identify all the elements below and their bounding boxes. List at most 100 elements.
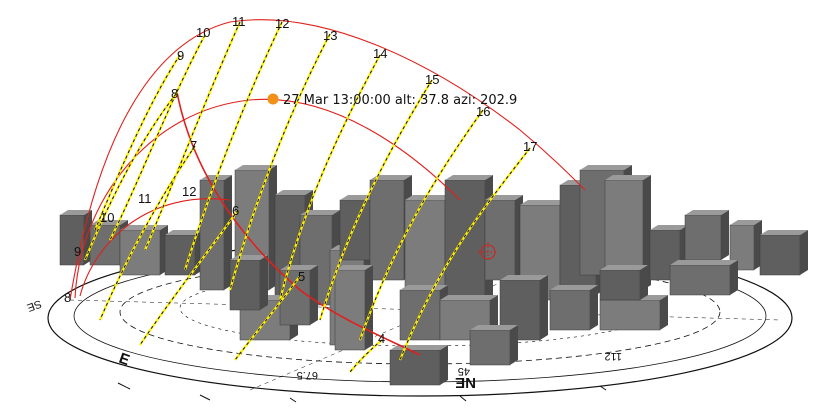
building-block <box>599 269 641 301</box>
building-roof <box>370 175 412 180</box>
building-roof <box>500 275 548 280</box>
analemma-curve-dash <box>229 33 331 291</box>
building-roof <box>650 225 688 230</box>
building-roof <box>600 265 648 270</box>
analemma-curve-dash <box>319 79 433 321</box>
hour-label-8b: 8 <box>64 290 71 305</box>
city-buildings <box>59 165 808 386</box>
sun-path-arcs <box>69 19 586 356</box>
compass-label-112: 112 <box>604 350 622 362</box>
hour-label-12: 12 <box>275 16 289 31</box>
building-roof <box>400 285 448 290</box>
hour-label-15: 15 <box>425 72 439 87</box>
building-side <box>721 210 729 260</box>
compass-label-67: 67.5 <box>297 369 318 381</box>
building-block <box>444 179 486 301</box>
building-roof <box>445 175 493 180</box>
analemma-curve-dash <box>109 34 206 241</box>
target-reticle[interactable] <box>478 242 498 262</box>
building-roof <box>550 285 598 290</box>
compass-label-45: 45 <box>458 365 470 377</box>
building-side <box>590 285 598 330</box>
analemma-curve-dash <box>99 145 196 321</box>
analemma-curve-dash <box>399 147 531 361</box>
building-side <box>260 255 268 310</box>
analemma-curve-dash <box>94 54 181 231</box>
analemma-curve-dash <box>84 93 177 261</box>
building-roof <box>235 165 277 170</box>
hour-label-9: 9 <box>177 48 184 63</box>
compass-labels: E 67.5 45 NE 112 SE <box>25 297 622 391</box>
winter-sun-path <box>79 198 231 297</box>
sun-info-label: 27 Mar 13:00:00 alt: 37.8 azi: 202.9 <box>283 93 517 108</box>
analemma-curve-dash <box>144 21 241 251</box>
hour-label-12b: 12 <box>182 184 196 199</box>
building-side <box>365 265 373 350</box>
building-roof <box>165 230 203 235</box>
hour-label-10: 10 <box>196 25 210 40</box>
building-roof <box>470 325 518 330</box>
compass-cardinal-ne: NE <box>455 374 476 391</box>
building-roof <box>335 265 373 270</box>
building-block <box>469 329 511 366</box>
hour-label-16: 16 <box>476 104 490 119</box>
building-side <box>660 295 668 330</box>
building-side <box>800 230 808 275</box>
analemma-curve-dash <box>279 54 381 301</box>
building-side <box>730 260 738 295</box>
building-roof <box>405 195 453 200</box>
hour-label-13: 13 <box>323 28 337 43</box>
hour-label-7: 7 <box>190 138 197 153</box>
building-roof <box>760 230 808 235</box>
building-block <box>404 199 446 291</box>
hour-label-9b: 9 <box>74 244 81 259</box>
hour-label-5: 5 <box>298 269 305 284</box>
building-side <box>510 325 518 365</box>
building-block <box>759 234 801 276</box>
analemma-curve <box>139 209 239 346</box>
building-roof <box>300 210 340 215</box>
hour-label-8: 8 <box>171 86 178 101</box>
building-side <box>440 345 448 385</box>
building-side <box>643 175 651 290</box>
building-block <box>599 299 661 331</box>
compass-label-se: SE <box>25 297 43 313</box>
hour-label-14: 14 <box>373 46 387 61</box>
building-roof <box>520 200 568 205</box>
hour-label-10b: 10 <box>100 210 114 225</box>
analemma-curve-dash <box>184 21 283 271</box>
building-block <box>229 259 261 311</box>
building-roof <box>390 345 448 350</box>
building-block <box>684 214 722 261</box>
building-roof <box>670 260 738 265</box>
analemma-curves <box>83 21 531 373</box>
building-side <box>640 265 648 300</box>
building-roof <box>605 175 651 180</box>
summer-sun-path <box>69 19 586 301</box>
analemma-curve-dash <box>359 109 484 341</box>
building-roof <box>60 210 92 215</box>
building-roof <box>580 165 632 170</box>
building-block <box>549 289 591 331</box>
hour-label-6: 6 <box>232 203 239 218</box>
hour-label-4: 4 <box>378 331 385 346</box>
sun-position-marker[interactable]: 27 Mar 13:00:00 alt: 37.8 azi: 202.9 <box>267 93 518 108</box>
building-block <box>369 179 405 281</box>
hour-label-11: 11 <box>232 14 246 29</box>
building-roof <box>685 210 729 215</box>
analemma-curve-dash <box>234 275 301 361</box>
sun-icon <box>267 93 279 105</box>
building-roof <box>440 295 498 300</box>
building-side <box>310 265 318 325</box>
equinox-sun-path <box>74 98 461 299</box>
hour-label-17: 17 <box>523 139 537 154</box>
building-roof <box>275 190 313 195</box>
building-block <box>389 349 441 386</box>
hour-labels: 10 11 12 13 14 15 16 17 9 8 7 12 11 10 9… <box>64 14 537 346</box>
hour-label-11b: 11 <box>138 191 152 206</box>
building-block <box>669 264 731 296</box>
building-side <box>540 275 548 340</box>
analemma-curve <box>349 339 383 373</box>
building-roof <box>730 220 762 225</box>
